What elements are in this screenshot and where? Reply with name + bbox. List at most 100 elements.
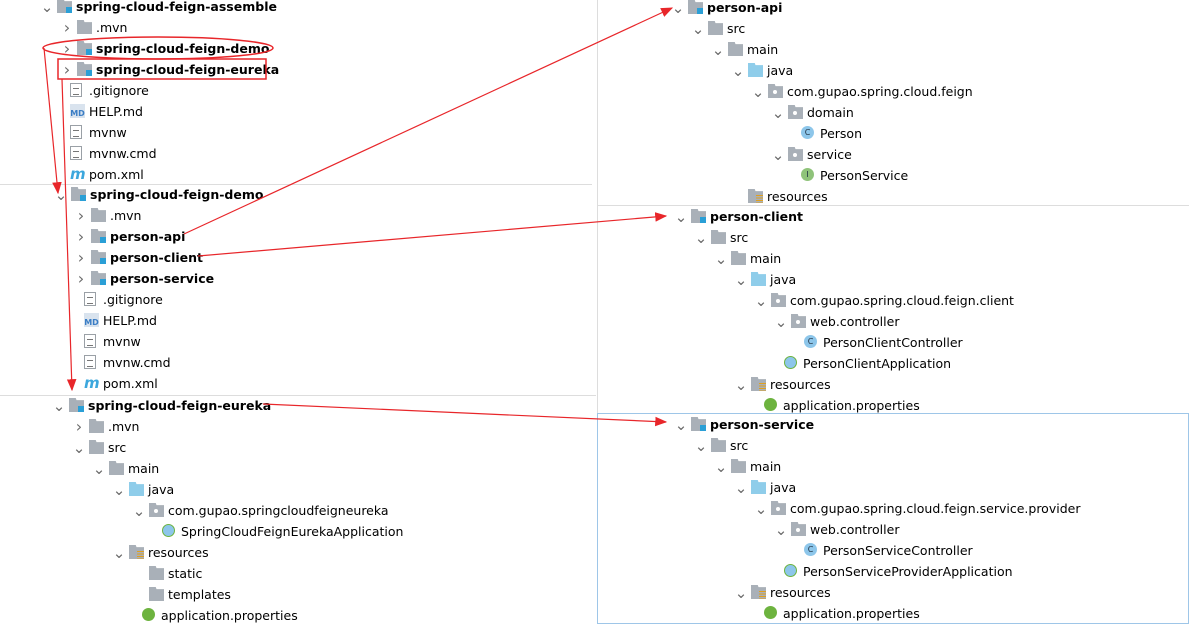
chevron-down-icon[interactable]: ⌄ (771, 145, 785, 164)
tree-node[interactable]: ⌄java (598, 477, 1188, 498)
tree-node[interactable]: ⌄com.gupao.spring.cloud.feign.client (598, 290, 1189, 311)
tree-node[interactable]: templates (0, 584, 596, 605)
chevron-right-icon[interactable]: › (77, 227, 85, 246)
tree-node[interactable]: .gitignore (0, 80, 592, 101)
tree-node[interactable]: ›.mvn (0, 205, 592, 226)
chevron-down-icon[interactable]: ⌄ (671, 0, 685, 17)
tree-node[interactable]: ⌄src (598, 227, 1189, 248)
tree-node[interactable]: ⌄main (598, 39, 1189, 60)
tree-node[interactable]: ⌄spring-cloud-feign-assemble (0, 0, 592, 17)
tree-node[interactable]: ›spring-cloud-feign-eureka (0, 59, 592, 80)
chevron-down-icon[interactable]: ⌄ (774, 520, 788, 539)
tree-node[interactable]: ⌄java (0, 479, 596, 500)
chevron-right-icon[interactable]: › (75, 417, 83, 436)
chevron-down-icon[interactable]: ⌄ (751, 82, 765, 101)
chevron-down-icon[interactable]: ⌄ (714, 457, 728, 476)
chevron-down-icon[interactable]: ⌄ (92, 459, 106, 478)
tree-node[interactable]: ⌄java (598, 60, 1189, 81)
tree-node[interactable]: ⌄resources (598, 374, 1189, 395)
tree-node[interactable]: mvnw.cmd (0, 143, 592, 164)
tree-node[interactable]: ›person-client (0, 247, 592, 268)
tree-node[interactable]: ›person-service (0, 268, 592, 289)
tree-node[interactable]: ⌄ com.gupao.springcloudfeigneureka (0, 500, 596, 521)
package-icon (768, 84, 783, 98)
tree-node[interactable]: resources (598, 186, 1189, 206)
tree-node[interactable]: mvnw (0, 331, 592, 352)
tree-node[interactable]: ⌄main (0, 458, 596, 479)
tree-node[interactable]: ⌄src (0, 437, 596, 458)
tree-node[interactable]: mvnw.cmd (0, 352, 592, 373)
tree-node[interactable]: static (0, 563, 596, 584)
tree-node[interactable]: ⌄spring-cloud-feign-eureka (0, 396, 596, 416)
tree-node[interactable]: PersonClientApplication (598, 353, 1189, 374)
tree-node[interactable]: PersonServiceProviderApplication (598, 561, 1188, 582)
tree-node[interactable]: ⌄com.gupao.spring.cloud.feign.service.pr… (598, 498, 1188, 519)
chevron-down-icon[interactable]: ⌄ (112, 480, 126, 499)
chevron-down-icon[interactable]: ⌄ (112, 543, 126, 562)
chevron-down-icon[interactable]: ⌄ (52, 396, 66, 415)
chevron-right-icon[interactable]: › (77, 206, 85, 225)
tree-node[interactable]: application.properties (598, 395, 1189, 415)
tree-node[interactable]: ⌄person-service (598, 414, 1188, 435)
chevron-down-icon[interactable]: ⌄ (734, 375, 748, 394)
chevron-down-icon[interactable]: ⌄ (674, 415, 688, 434)
chevron-right-icon[interactable]: › (77, 269, 85, 288)
tree-node[interactable]: ⌄person-client (598, 206, 1189, 227)
chevron-right-icon[interactable]: › (63, 18, 71, 37)
chevron-down-icon[interactable]: ⌄ (40, 0, 54, 16)
tree-node[interactable]: ⌄service (598, 144, 1189, 165)
chevron-down-icon[interactable]: ⌄ (694, 436, 708, 455)
chevron-down-icon[interactable]: ⌄ (132, 501, 146, 520)
tree-node[interactable]: ›.mvn (0, 17, 592, 38)
chevron-down-icon[interactable]: ⌄ (734, 478, 748, 497)
folder-icon (708, 21, 723, 35)
tree-node[interactable]: SpringCloudFeignEurekaApplication (0, 521, 596, 542)
chevron-down-icon[interactable]: ⌄ (694, 228, 708, 247)
tree-node[interactable]: ⌄domain (598, 102, 1189, 123)
tree-node[interactable]: ⌄person-api (598, 0, 1189, 18)
tree-node[interactable]: ⌄src (598, 18, 1189, 39)
tree-node[interactable]: application.properties (0, 605, 596, 626)
chevron-down-icon[interactable]: ⌄ (714, 249, 728, 268)
chevron-down-icon[interactable]: ⌄ (731, 61, 745, 80)
tree-node[interactable]: .gitignore (0, 289, 592, 310)
chevron-down-icon[interactable]: ⌄ (754, 291, 768, 310)
chevron-right-icon[interactable]: › (63, 60, 71, 79)
tree-node[interactable]: ⌄web.controller (598, 311, 1189, 332)
chevron-down-icon[interactable]: ⌄ (734, 583, 748, 602)
chevron-down-icon[interactable]: ⌄ (711, 40, 725, 59)
chevron-down-icon[interactable]: ⌄ (754, 499, 768, 518)
tree-node[interactable]: ›person-api (0, 226, 592, 247)
chevron-down-icon[interactable]: ⌄ (734, 270, 748, 289)
tree-node[interactable]: ⌄web.controller (598, 519, 1188, 540)
chevron-down-icon[interactable]: ⌄ (72, 438, 86, 457)
chevron-right-icon[interactable]: › (77, 248, 85, 267)
tree-node[interactable]: ⌄main (598, 248, 1189, 269)
chevron-down-icon[interactable]: ⌄ (771, 103, 785, 122)
tree-node[interactable]: ›.mvn (0, 416, 596, 437)
tree-node-label: com.gupao.springcloudfeigneureka (168, 503, 389, 518)
tree-node[interactable]: ⌄com.gupao.spring.cloud.feign (598, 81, 1189, 102)
tree-node[interactable]: mvnw (0, 122, 592, 143)
tree-node[interactable]: ⌄src (598, 435, 1188, 456)
chevron-right-icon[interactable]: › (63, 39, 71, 58)
tree-node[interactable]: ⌄java (598, 269, 1189, 290)
tree-node[interactable]: ⌄resources (598, 582, 1188, 603)
chevron-down-icon[interactable]: ⌄ (691, 19, 705, 38)
tree-node-label: pom.xml (103, 376, 158, 391)
tree-node[interactable]: ⌄main (598, 456, 1188, 477)
chevron-down-icon[interactable]: ⌄ (674, 207, 688, 226)
tree-node[interactable]: application.properties (598, 603, 1188, 623)
chevron-down-icon[interactable]: ⌄ (774, 312, 788, 331)
assemble-project-tree: ⌄spring-cloud-feign-assemble›.mvn›spring… (0, 0, 592, 186)
tree-node[interactable]: ⌄resources (0, 542, 596, 563)
tree-node[interactable]: ›spring-cloud-feign-demo (0, 38, 592, 59)
